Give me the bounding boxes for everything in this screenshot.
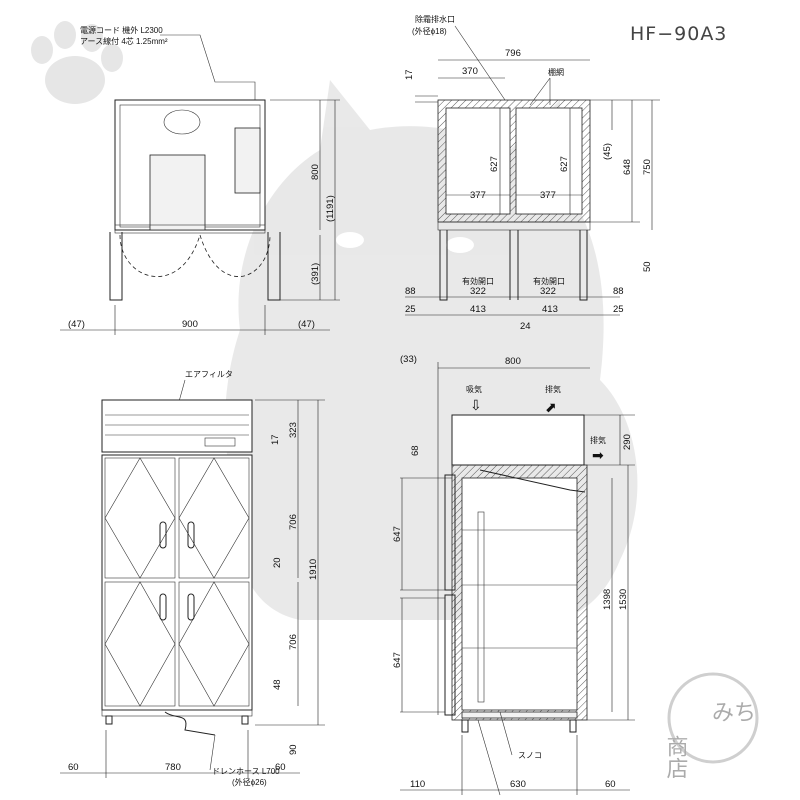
dim-90: 90 [288, 744, 299, 755]
dim-17-top: 17 [404, 69, 415, 80]
drain-label-1: 除霜排水口 [415, 14, 455, 24]
opening-label-right: 有効開口 [533, 276, 565, 286]
net-label: 棚網 [548, 67, 564, 77]
exhaust-side-label: 排気 [590, 435, 606, 445]
dim-900: 900 [182, 319, 198, 330]
shop-stamp: 商店 みち [664, 672, 759, 779]
dim-1191: (1191) [325, 195, 336, 222]
dim-17-front: 17 [270, 434, 281, 445]
front-view: エアフィルタ ドレンホース L700 (外径ϕ26) 323 17 706 [60, 370, 325, 787]
dim-88-right: 88 [613, 286, 624, 297]
dim-60-left: 60 [68, 762, 79, 773]
dim-20: 20 [272, 557, 283, 568]
stamp-text-2: みち [712, 700, 756, 725]
dim-370: 370 [462, 66, 478, 77]
intake-arrow-icon: ⇩ [470, 397, 482, 413]
dim-796: 796 [505, 48, 521, 59]
dim-25-right: 25 [613, 304, 624, 315]
cord-label-1: 電源コード 機外 L2300 [80, 25, 163, 35]
dim-48: 48 [272, 679, 283, 690]
dim-706-bottom: 706 [288, 634, 299, 650]
exhaust-top-label: 排気 [545, 384, 561, 394]
dim-25-left: 25 [405, 304, 416, 315]
side-view: (33) 800 吸気 ⇩ 排気 ⬈ 排気 ➡ 290 スノコ 68 [392, 354, 635, 796]
section-view: 除霜排水口 (外径ϕ18) 棚網 796 370 17 627 627 377 … [404, 14, 660, 332]
dim-780: 780 [165, 762, 181, 773]
opening-label-left: 有効開口 [462, 276, 494, 286]
dim-647-top: 647 [392, 526, 403, 542]
dim-648: 648 [622, 159, 633, 175]
dim-110: 110 [410, 779, 425, 790]
dim-47-left: (47) [68, 319, 85, 330]
dim-1398: 1398 [602, 589, 613, 610]
dim-647-bottom: 647 [392, 652, 403, 668]
cord-label-2: アース線付 4芯 1.25mm² [80, 36, 168, 46]
dim-706-top: 706 [288, 514, 299, 530]
dim-800-side: 800 [505, 356, 521, 367]
exhaust-right-arrow-icon: ➡ [592, 447, 604, 463]
stamp-text: 商店 [664, 735, 689, 779]
dim-413-right: 413 [542, 304, 558, 315]
dim-47-right: (47) [298, 319, 315, 330]
dim-377-left: 377 [470, 190, 486, 201]
dim-322-right: 322 [540, 286, 556, 297]
dim-391: (391) [310, 263, 321, 285]
hose-label-2: (外径ϕ26) [232, 777, 267, 787]
drain-label-2: (外径ϕ18) [412, 26, 447, 36]
dim-60-side: 60 [605, 779, 616, 790]
dim-750: 750 [642, 159, 653, 175]
dim-33: (33) [400, 354, 417, 365]
exhaust-up-arrow-icon: ⬈ [545, 399, 557, 415]
dim-60-right: 60 [275, 762, 286, 773]
dim-45: (45) [602, 143, 613, 160]
dim-1530: 1530 [618, 589, 629, 610]
dim-24: 24 [520, 321, 531, 332]
dim-627-left: 627 [489, 156, 500, 172]
dim-50: 50 [642, 261, 653, 272]
dim-88-left: 88 [405, 286, 416, 297]
dim-290: 290 [622, 434, 633, 450]
dim-323: 323 [288, 422, 299, 438]
dim-322-left: 322 [470, 286, 486, 297]
hose-label-1: ドレンホース L700 [212, 767, 280, 776]
intake-label: 吸気 [466, 384, 482, 394]
dim-800-body: 800 [310, 164, 321, 180]
dim-68: 68 [410, 445, 421, 456]
dim-627-right: 627 [559, 156, 570, 172]
dim-377-right: 377 [540, 190, 556, 201]
top-view: 電源コード 機外 L2300 アース線付 4芯 1.25mm² 800 (119… [60, 25, 340, 335]
dim-630: 630 [510, 779, 526, 790]
dim-1910: 1910 [308, 559, 319, 580]
dim-413-left: 413 [470, 304, 486, 315]
watermark-paw-icon [31, 21, 123, 104]
model-number: HF−90A3 [630, 23, 727, 45]
filter-label: エアフィルタ [185, 370, 233, 379]
duckboard-label: スノコ [518, 751, 542, 760]
